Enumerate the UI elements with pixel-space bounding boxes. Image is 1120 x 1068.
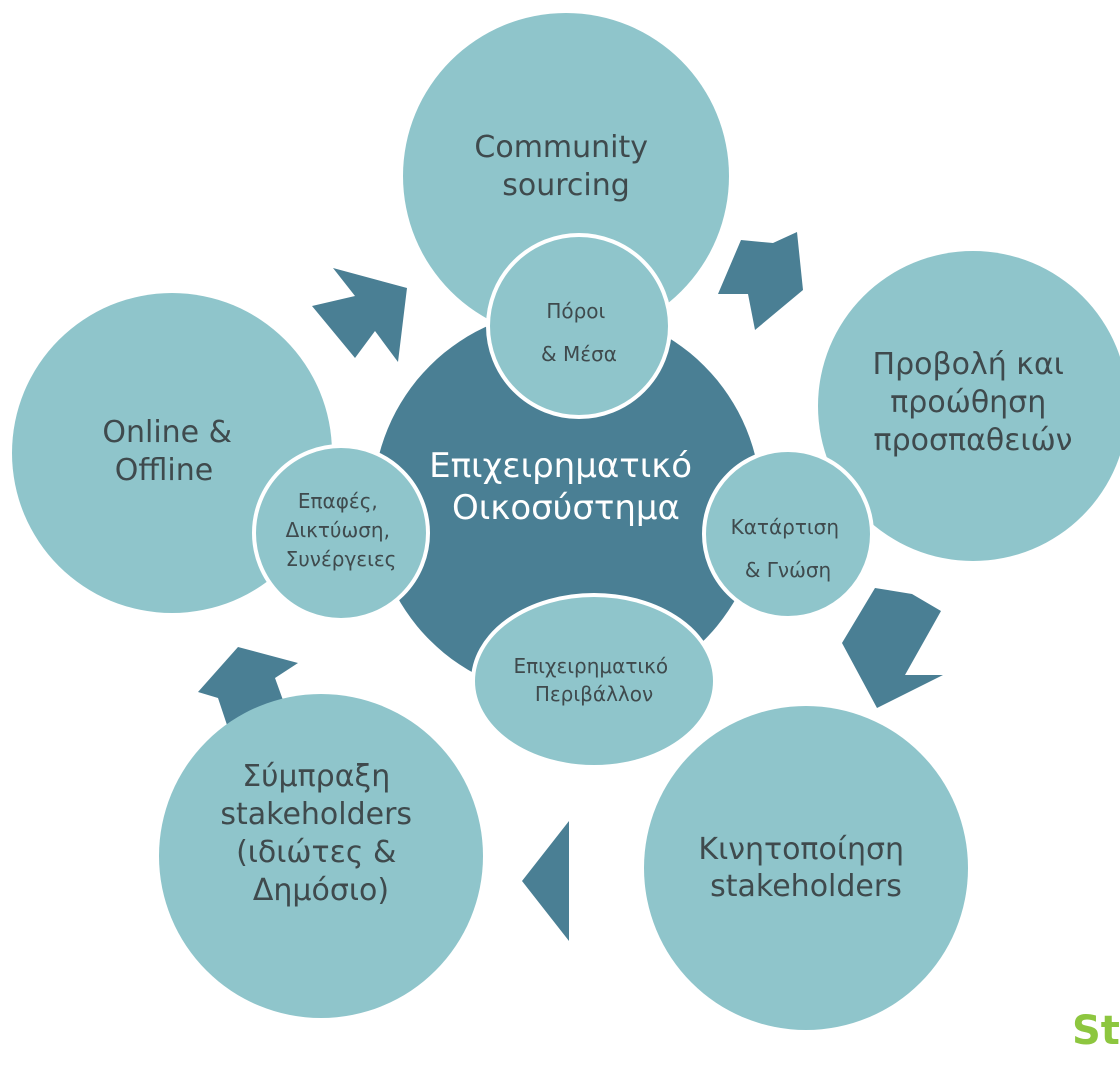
center-label: Επιχειρηματικό Οικοσύστημα bbox=[429, 446, 703, 528]
label-line: Επιχειρηματικό bbox=[513, 654, 668, 678]
label-line: προσπαθειών bbox=[874, 423, 1073, 458]
label-line: (ιδιώτες & bbox=[236, 835, 396, 870]
arrow-online-to-community bbox=[312, 268, 407, 362]
label-line: Κινητοποίηση bbox=[698, 832, 904, 867]
inner-circle-poroi bbox=[486, 233, 672, 419]
outer-label-provoli: Προβολή και προώθηση προσπαθειών bbox=[873, 347, 1074, 458]
inner-label-perivallon: Επιχειρηματικό Περιβάλλον bbox=[513, 654, 674, 706]
outer-circle-kinitopoiisi bbox=[644, 706, 968, 1030]
label-line: Επιχειρηματικό bbox=[429, 446, 692, 486]
label-line: Κατάρτιση bbox=[731, 515, 839, 539]
label-line: Περιβάλλον bbox=[535, 682, 653, 706]
label-line: sourcing bbox=[502, 168, 630, 203]
label-line: Προβολή και bbox=[873, 347, 1064, 382]
outer-nodes bbox=[12, 13, 1120, 1030]
outer-circle-community-sourcing bbox=[403, 13, 729, 339]
label-line: Οικοσύστημα bbox=[452, 488, 680, 528]
center-circle bbox=[373, 309, 761, 697]
inner-circle-katartisi bbox=[702, 448, 874, 620]
inner-label-epafes: Επαφές, Δικτύωση, Συνέργειες bbox=[286, 489, 397, 571]
outer-circle-sympraxi bbox=[159, 694, 483, 1018]
outer-circle-provoli bbox=[818, 251, 1120, 561]
inner-label-katartisi: Κατάρτιση & Γνώση bbox=[731, 515, 846, 582]
label-line: stakeholders bbox=[710, 869, 902, 904]
label-line: Πόροι bbox=[546, 299, 605, 323]
label-line: stakeholders bbox=[220, 797, 412, 832]
inner-label-poroi: Πόροι & Μέσα bbox=[541, 299, 617, 366]
label-line: Community bbox=[474, 130, 648, 165]
arrow-community-to-provoli bbox=[718, 232, 803, 330]
outer-label-online-offline: Online & Offline bbox=[102, 415, 241, 488]
arrow-kinitopoiisi-to-sympraxi bbox=[522, 821, 610, 941]
arrows bbox=[198, 232, 943, 941]
inner-circle-perivallon bbox=[471, 593, 717, 769]
arrow-provoli-to-kinitopoiisi bbox=[842, 588, 943, 708]
label-line: Offline bbox=[115, 453, 213, 488]
label-line: Συνέργειες bbox=[286, 547, 397, 571]
label-line: Online & bbox=[102, 415, 232, 450]
outer-label-kinitopoiisi: Κινητοποίηση stakeholders bbox=[698, 832, 913, 904]
label-line: προώθηση bbox=[890, 385, 1046, 420]
outer-label-community-sourcing: Community sourcing bbox=[474, 130, 657, 203]
logo: St bbox=[1072, 1008, 1120, 1054]
label-line: Δικτύωση, bbox=[286, 518, 390, 542]
label-line: Δημόσιο) bbox=[253, 873, 389, 908]
label-line: Σύμπραξη bbox=[242, 759, 390, 794]
label-line: & Μέσα bbox=[541, 342, 617, 366]
outer-label-sympraxi: Σύμπραξη stakeholders (ιδιώτες & Δημόσιο… bbox=[220, 759, 421, 908]
inner-nodes bbox=[252, 233, 874, 769]
label-line: Επαφές, bbox=[298, 489, 378, 513]
inner-circle-epafes bbox=[252, 444, 430, 622]
label-line: & Γνώση bbox=[745, 558, 831, 582]
